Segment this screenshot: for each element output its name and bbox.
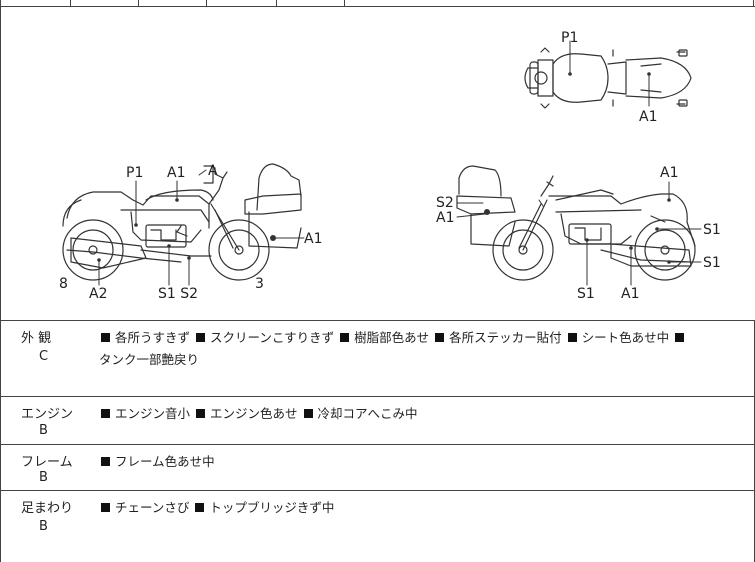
- category-label: フレーム: [21, 455, 73, 470]
- label-left-a1: A1: [167, 165, 185, 181]
- table-row-exterior: 外 観 C 各所うすきず スクリーンこすりきず 樹脂部色あせ 各所ステッカー貼付…: [0, 320, 755, 397]
- label-left-8: 8: [59, 276, 68, 292]
- bullet-square-icon: [101, 503, 110, 512]
- table-cell: [70, 0, 71, 6]
- condition-item: 各所うすきず: [115, 330, 191, 345]
- bullet-square-icon: [196, 409, 205, 418]
- label-right-a1-bottom: A1: [621, 286, 639, 302]
- bullet-square-icon: [101, 409, 110, 418]
- label-right-a1-left: A1: [436, 210, 454, 226]
- table-row-engine: エンジン B エンジン音小 エンジン色あせ 冷却コアへこみ中: [0, 396, 755, 445]
- label-left-a1-tail: A1: [304, 231, 322, 247]
- bullet-square-icon: [101, 457, 110, 466]
- condition-item: エンジン色あせ: [210, 406, 298, 421]
- grade-value: B: [39, 470, 48, 485]
- table-cell: [276, 0, 277, 6]
- header-table-remnant: [0, 0, 755, 7]
- label-top-a1: A1: [639, 109, 657, 125]
- bullet-square-icon: [435, 333, 445, 342]
- condition-item: スクリーンこすりきず: [210, 330, 335, 345]
- label-right-s2: S2: [436, 195, 454, 211]
- bullet-square-icon: [675, 333, 685, 342]
- condition-item: シート色あせ中: [581, 330, 670, 345]
- condition-item: 各所ステッカー貼付: [449, 330, 562, 345]
- bullet-square-icon: [196, 333, 205, 342]
- bullet-square-icon: [101, 333, 110, 342]
- condition-item: エンジン音小: [115, 406, 191, 421]
- condition-item: タンク一部艶戻り: [99, 352, 200, 367]
- condition-description: フレーム色あせ中: [99, 451, 751, 473]
- bullet-square-icon: [195, 503, 205, 512]
- grade-value: B: [39, 519, 48, 534]
- label-right-s1-a: S1: [703, 222, 721, 238]
- grade-value: B: [39, 423, 48, 438]
- label-top-p1: P1: [561, 30, 578, 46]
- bullet-square-icon: [340, 333, 350, 342]
- table-cell: [0, 0, 1, 6]
- grade-value: C: [39, 349, 49, 364]
- label-left-3: 3: [255, 276, 264, 292]
- motorcycle-diagram-svg: P1 A1: [59, 30, 721, 302]
- table-cell: [753, 0, 754, 6]
- condition-description: 各所うすきず スクリーンこすりきず 樹脂部色あせ 各所ステッカー貼付 シート色あ…: [99, 327, 751, 371]
- label-left-a2: A2: [89, 286, 107, 302]
- label-left-a: A: [208, 163, 218, 179]
- condition-item: トップブリッジきず中: [209, 500, 335, 515]
- condition-item: チェーンさび: [115, 500, 190, 515]
- label-left-p1: P1: [126, 165, 143, 181]
- condition-item: フレーム色あせ中: [115, 454, 215, 469]
- condition-description: チェーンさび トップブリッジきず中: [99, 497, 751, 519]
- category-label: 外 観: [21, 331, 52, 346]
- label-right-a1-top: A1: [660, 165, 678, 181]
- table-cell: [138, 0, 139, 6]
- left-side-motorcycle: [62, 163, 302, 281]
- top-view-motorcycle: [524, 47, 692, 109]
- category-label: エンジン: [21, 407, 74, 422]
- label-right-s1-b: S1: [703, 255, 721, 271]
- table-cell: [344, 0, 345, 6]
- bullet-square-icon: [303, 409, 313, 418]
- label-right-s1-bottom: S1: [577, 286, 595, 302]
- damage-diagram: P1 A1: [0, 6, 755, 320]
- category-label: 足まわり: [21, 501, 74, 516]
- right-side-motorcycle: [456, 165, 696, 281]
- table-row-suspension: 足まわり B チェーンさび トップブリッジきず中: [0, 490, 755, 562]
- condition-item: 樹脂部色あせ: [354, 330, 430, 345]
- table-cell: [206, 0, 207, 6]
- condition-description: エンジン音小 エンジン色あせ 冷却コアへこみ中: [99, 403, 751, 425]
- condition-item: 冷却コアへこみ中: [317, 406, 418, 421]
- label-left-s1s2: S1 S2: [158, 286, 198, 302]
- bullet-square-icon: [567, 333, 577, 342]
- table-row-frame: フレーム B フレーム色あせ中: [0, 444, 755, 491]
